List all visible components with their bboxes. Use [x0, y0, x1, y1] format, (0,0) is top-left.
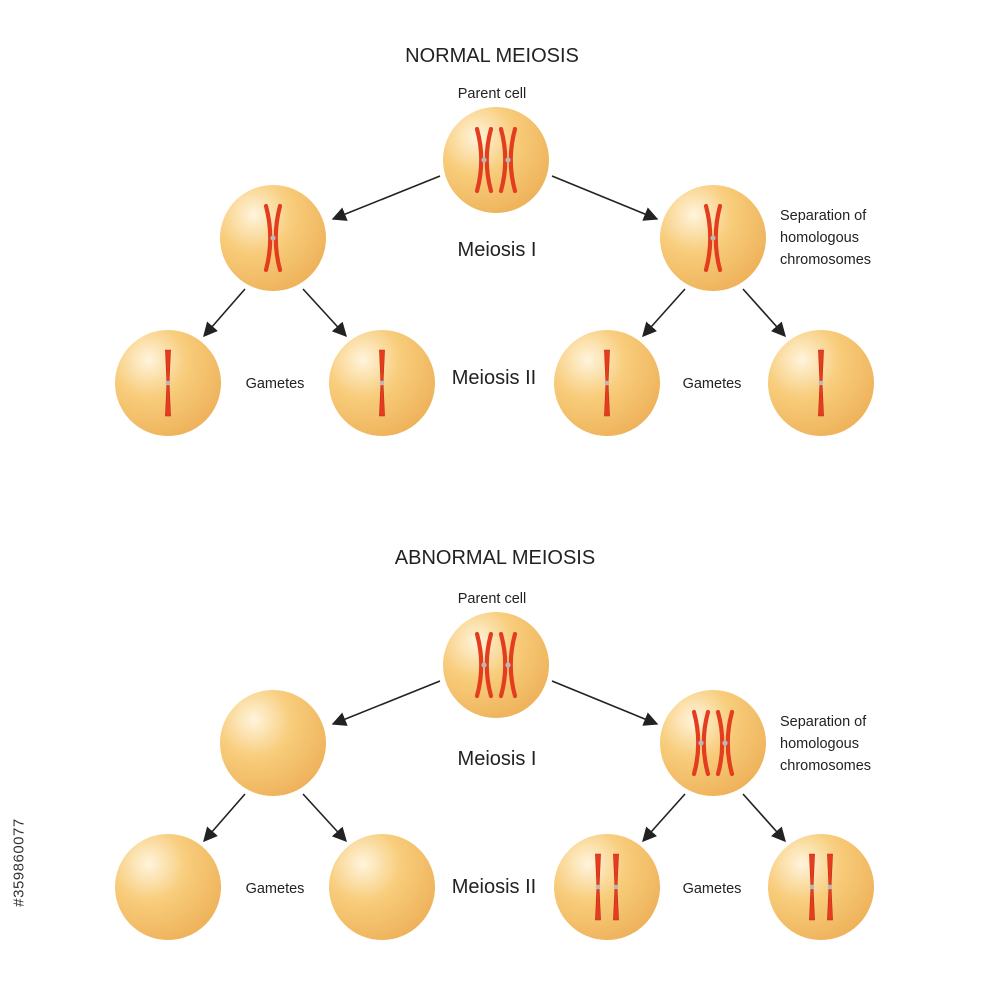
cell-body: [220, 690, 326, 796]
gamete-4: [768, 834, 874, 940]
centromere: [809, 884, 815, 890]
arrow-parent-to-left: [331, 175, 441, 221]
cell-body: [329, 834, 435, 940]
chromatid: [484, 631, 494, 699]
cell-body: [443, 612, 549, 718]
separation-label-line-3: chromosomes: [780, 252, 871, 268]
gamete-4: [768, 330, 874, 436]
meiosis-1-right-cell: [660, 690, 766, 796]
panel-title: ABNORMAL MEIOSIS: [395, 547, 595, 569]
centromere: [710, 235, 716, 241]
separation-label-line-1: Separation of: [780, 714, 867, 730]
gametes-label-left: Gametes: [246, 376, 305, 392]
cell-body: [660, 690, 766, 796]
stock-id-label: #359860077: [4, 762, 34, 962]
centromere: [165, 380, 171, 386]
chromatid: [713, 203, 723, 273]
parent-cell-label: Parent cell: [458, 591, 527, 607]
arrow-left-to-gamete-1: [203, 288, 246, 338]
meiosis-1-left-cell: [220, 185, 326, 291]
centromere: [481, 157, 487, 163]
panel-normal: NORMAL MEIOSIS Parent cell Meiosis I Mei…: [115, 45, 874, 436]
arrow-right-to-gamete-4: [742, 288, 786, 338]
cell-body: [115, 834, 221, 940]
gamete-2: [329, 330, 435, 436]
chromatid: [474, 126, 484, 194]
arrow-right-to-gamete-4: [742, 793, 786, 843]
arrow-left-to-gamete-2: [302, 793, 347, 843]
meiosis-1-label: Meiosis I: [458, 239, 537, 261]
centromere: [595, 884, 601, 890]
centromere: [270, 235, 276, 241]
centromere: [379, 380, 385, 386]
centromere: [722, 740, 728, 746]
meiosis-2-label: Meiosis II: [452, 876, 536, 898]
stock-id-text: #359860077: [10, 817, 28, 907]
separation-label-line-1: Separation of: [780, 208, 867, 224]
gametes-label-left: Gametes: [246, 881, 305, 897]
chromatid: [484, 126, 494, 194]
arrow-left-to-gamete-1: [203, 793, 246, 843]
arrow-parent-to-right: [551, 680, 659, 726]
chromatid: [508, 631, 518, 699]
centromere: [505, 157, 511, 163]
centromere: [698, 740, 704, 746]
chromatid: [498, 631, 508, 699]
parent-cell: [443, 612, 549, 718]
chromatid: [474, 631, 484, 699]
separation-label-line-2: homologous: [780, 736, 859, 752]
meiosis-1-right-cell: [660, 185, 766, 291]
chromatid: [725, 709, 735, 777]
gamete-3: [554, 330, 660, 436]
cell-body: [443, 107, 549, 213]
gamete-2: [329, 834, 435, 940]
meiosis-1-label: Meiosis I: [458, 748, 537, 770]
gamete-1: [115, 834, 221, 940]
chromatid: [701, 709, 711, 777]
cell-body: [768, 834, 874, 940]
arrow-right-to-gamete-3: [642, 793, 686, 843]
centromere: [827, 884, 833, 890]
parent-cell: [443, 107, 549, 213]
chromatid: [273, 203, 283, 273]
gametes-label-right: Gametes: [683, 881, 742, 897]
panel-title: NORMAL MEIOSIS: [405, 45, 579, 67]
chromatid: [263, 203, 273, 273]
centromere: [818, 380, 824, 386]
cell-body: [554, 834, 660, 940]
meiosis-2-label: Meiosis II: [452, 367, 536, 389]
centromere: [481, 662, 487, 668]
centromere: [505, 662, 511, 668]
meiosis-1-left-cell: [220, 690, 326, 796]
centromere: [604, 380, 610, 386]
gametes-label-right: Gametes: [683, 376, 742, 392]
chromatid: [508, 126, 518, 194]
separation-label-line-3: chromosomes: [780, 758, 871, 774]
panel-abnormal: ABNORMAL MEIOSIS Parent cell Meiosis I M…: [115, 547, 874, 940]
arrow-left-to-gamete-2: [302, 288, 347, 338]
parent-cell-label: Parent cell: [458, 86, 527, 102]
centromere: [613, 884, 619, 890]
arrow-parent-to-left: [331, 680, 441, 726]
chromatid: [691, 709, 701, 777]
gamete-1: [115, 330, 221, 436]
chromatid: [498, 126, 508, 194]
arrow-right-to-gamete-3: [642, 288, 686, 338]
separation-label-line-2: homologous: [780, 230, 859, 246]
chromatid: [715, 709, 725, 777]
arrow-parent-to-right: [551, 175, 659, 221]
gamete-3: [554, 834, 660, 940]
chromatid: [703, 203, 713, 273]
